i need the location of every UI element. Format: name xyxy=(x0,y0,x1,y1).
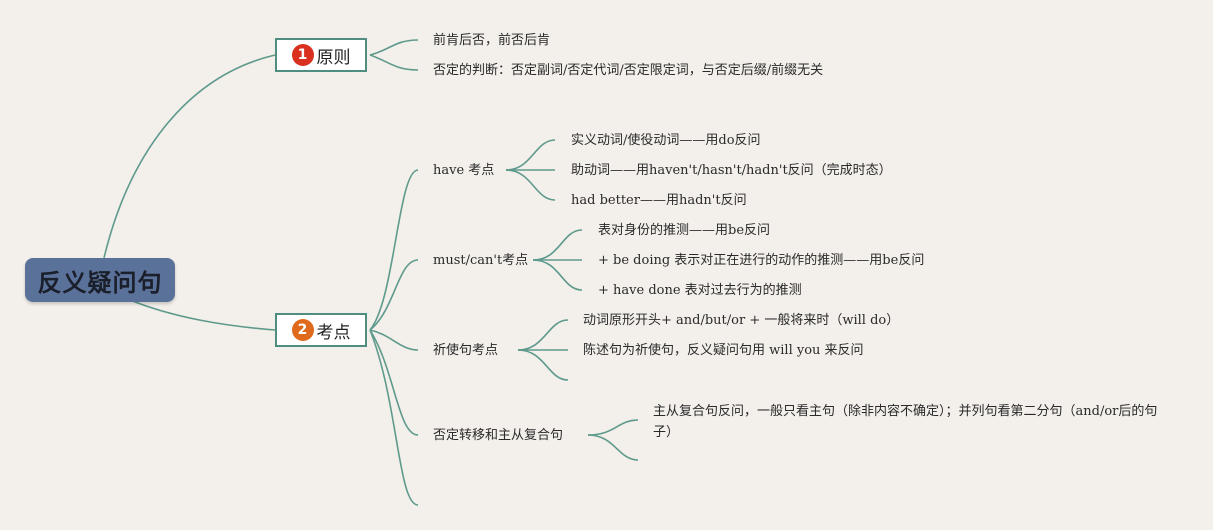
principle-item-2[interactable]: 否定的判断：否定副词/否定代词/否定限定词，与否定后缀/前缀无关 xyxy=(433,63,824,78)
topic-have[interactable]: have 考点 xyxy=(433,163,495,178)
have-item-2[interactable]: 助动词——用haven't/hasn't/hadn't反问（完成时态） xyxy=(571,163,892,178)
must-item-1[interactable]: 表对身份的推测——用be反问 xyxy=(598,223,771,238)
connector-branch-1-item-1 xyxy=(369,39,419,56)
topic-imperative[interactable]: 祈使句考点 xyxy=(433,343,499,358)
principle-item-1[interactable]: 前肯后否，前否后肯 xyxy=(433,33,551,48)
connector-topic-1-item-3 xyxy=(505,169,556,201)
connector-root-to-branch-1 xyxy=(103,54,276,259)
connector-topic-2-item-3 xyxy=(532,259,583,291)
topic-must-cant[interactable]: must/can't考点 xyxy=(433,253,529,268)
connector-branch-2-topic-2 xyxy=(369,259,419,331)
number-two-icon: 2 xyxy=(291,319,314,341)
connector-topic-4-item-1 xyxy=(587,419,639,436)
topic-negative-transfer[interactable]: 否定转移和主从复合句 xyxy=(433,428,564,443)
branch-test-points-label: 考点 xyxy=(316,322,351,343)
connector-branch-2-empty xyxy=(369,329,419,506)
connector-branch-2-topic-4 xyxy=(369,329,419,436)
branch-principle-label: 原则 xyxy=(316,47,351,68)
connector-branch-2-topic-1 xyxy=(369,169,419,331)
branch-principle[interactable]: 1 原则 xyxy=(275,38,367,72)
connector-root-to-branch-2 xyxy=(129,299,276,331)
connector-topic-2-item-1 xyxy=(532,229,583,261)
connector-branch-1-item-2 xyxy=(369,54,419,71)
root-node[interactable]: 反义疑问句 xyxy=(25,258,175,302)
branch-test-points[interactable]: 2 考点 xyxy=(275,313,367,347)
negative-transfer-item-1[interactable]: 主从复合句反问，一般只看主句（除非内容不确定）；并列句看第二分句（and/or后… xyxy=(653,404,1158,440)
connector-topic-4-empty xyxy=(587,434,639,461)
imperative-item-2[interactable]: 陈述句为祈使句，反义疑问句用 will you 来反问 xyxy=(583,343,864,358)
must-item-2[interactable]: + be doing 表示对正在进行的动作的推测——用be反问 xyxy=(598,253,925,268)
have-item-1[interactable]: 实义动词/使役动词——用do反问 xyxy=(571,133,761,148)
number-one-icon: 1 xyxy=(291,44,314,66)
have-item-3[interactable]: had better——用hadn't反问 xyxy=(571,193,747,208)
must-item-3[interactable]: + have done 表对过去行为的推测 xyxy=(598,283,802,298)
imperative-item-1[interactable]: 动词原形开头+ and/but/or + 一般将来时（will do） xyxy=(583,313,900,328)
root-title: 反义疑问句 xyxy=(37,268,163,297)
connector-topic-3-item-1 xyxy=(517,319,569,351)
connector-topic-1-item-1 xyxy=(505,139,556,171)
connector-branch-2-topic-3 xyxy=(369,329,419,351)
connector-topic-3-empty xyxy=(517,349,569,381)
